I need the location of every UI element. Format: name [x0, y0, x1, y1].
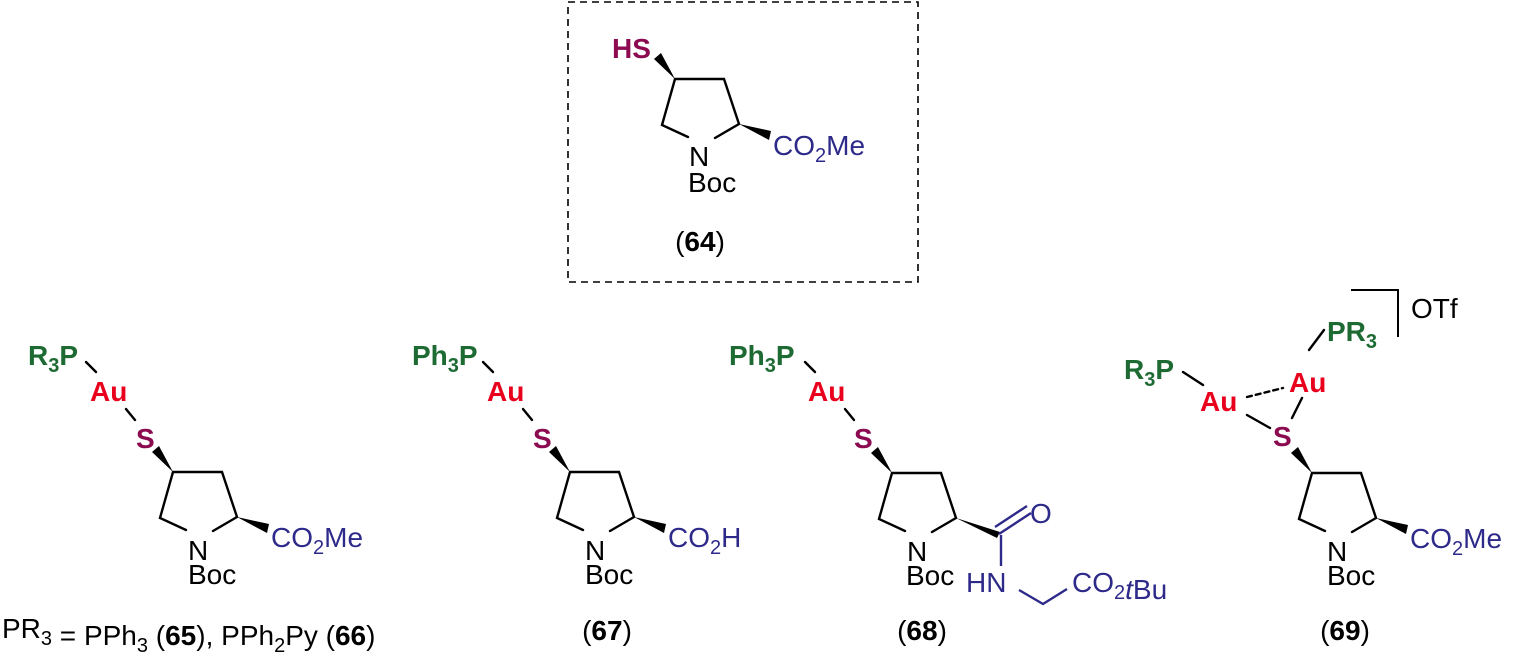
phosphine-label: Ph3P	[729, 340, 795, 377]
compound-65-66: R3P Au S CO2Me N Boc PR3 = PPh3 (65), PP…	[2, 340, 375, 655]
sulfur-label: S	[533, 423, 552, 454]
carbonyl-oxygen-label: O	[1030, 498, 1052, 529]
gold-left-label: Au	[1200, 386, 1237, 417]
nitrogen-label: N	[188, 535, 208, 566]
compound-68: Ph3P Au S O HN CO2tBu N Boc (68)	[729, 340, 1167, 646]
acid-label: CO2H	[668, 522, 741, 559]
phosphine-left-label: R3P	[1124, 354, 1174, 391]
compound-number: (69)	[1320, 615, 1370, 646]
stereo-wedge	[654, 53, 675, 79]
gold-label: Au	[90, 376, 127, 407]
pyrrolidine-ring	[871, 447, 958, 534]
nitrogen-label: N	[585, 535, 605, 566]
pyrrolidine-ring	[654, 53, 771, 140]
stereo-wedge	[634, 517, 666, 533]
compound-69: R3P Au Au PR3 S OTf CO2Me N Boc (69)	[1124, 289, 1502, 646]
stereo-wedge	[1291, 447, 1312, 473]
boc-label: Boc	[906, 560, 954, 591]
nitrogen-label: N	[907, 536, 927, 567]
boc-label: Boc	[688, 167, 736, 198]
ring-bonds	[555, 470, 636, 533]
charge-bracket	[1351, 289, 1399, 337]
counterion-label: OTf	[1411, 293, 1458, 324]
ring-bonds	[1297, 471, 1378, 534]
compound-64: HS CO2Me N Boc (64)	[567, 1, 919, 283]
stereo-wedge	[871, 447, 892, 473]
amide-nh-label: HN	[966, 567, 1006, 598]
gold-label: Au	[808, 376, 845, 407]
thiol-label: HS	[612, 33, 651, 64]
ring-bonds	[660, 77, 741, 140]
sulfur-label: S	[854, 423, 873, 454]
stereo-wedge	[152, 446, 173, 472]
nitrogen-label: N	[1327, 536, 1347, 567]
gold-right-label: Au	[1289, 367, 1326, 398]
stereo-wedge	[237, 517, 269, 533]
ring-bonds	[158, 470, 239, 533]
stereo-wedge	[739, 124, 771, 140]
stereo-wedge	[1376, 518, 1408, 534]
pyrrolidine-ring	[152, 446, 269, 533]
nitrogen-label: N	[689, 141, 709, 172]
compound-number: (67)	[582, 615, 632, 646]
pyrrolidine-ring	[1291, 447, 1408, 534]
stereo-wedge	[549, 446, 570, 472]
ester-label: CO2Me	[1410, 523, 1502, 560]
boc-label: Boc	[585, 559, 633, 590]
phosphine-label: Ph3P	[412, 340, 478, 377]
aurophilic-interaction	[1245, 386, 1285, 399]
compound-number: (64)	[675, 226, 725, 257]
pyrrolidine-ring	[549, 446, 666, 533]
compound-number: (68)	[897, 615, 947, 646]
dashed-box	[567, 1, 919, 283]
ester-label: CO2Me	[271, 522, 363, 559]
ester-label: CO2tBu	[1072, 567, 1167, 605]
phosphine-right-label: PR3	[1327, 316, 1377, 353]
gold-label: Au	[487, 376, 524, 407]
sulfur-label: S	[136, 423, 155, 454]
ester-label: CO2Me	[773, 130, 865, 167]
boc-label: Boc	[1327, 560, 1375, 591]
phosphine-label: R3P	[28, 340, 78, 377]
compound-67: Ph3P Au S CO2H N Boc (67)	[412, 340, 741, 646]
boc-label: Boc	[188, 559, 236, 590]
sulfur-label: S	[1273, 421, 1292, 452]
ring-bonds	[877, 471, 958, 534]
caption-65-66: PR3 = PPh3 (65), PPh2Py (66)	[2, 613, 375, 655]
